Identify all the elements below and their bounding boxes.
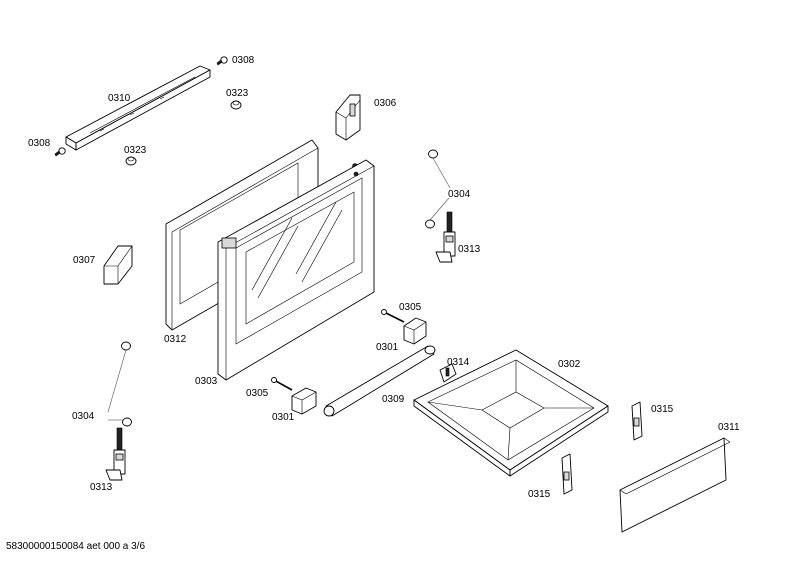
part-0323-cap-top xyxy=(230,100,242,110)
document-code: 58300000150084 aet 000 a 3/6 xyxy=(6,541,146,552)
leader-lines xyxy=(107,157,451,421)
part-0301-block-upper xyxy=(403,317,427,345)
label-0315-right: 0315 xyxy=(651,404,674,415)
label-0305-lower: 0305 xyxy=(246,388,269,399)
label-0310: 0310 xyxy=(108,93,131,104)
label-0308-top: 0308 xyxy=(232,55,255,66)
label-0305-upper: 0305 xyxy=(399,302,422,313)
part-0315-clip-lower xyxy=(561,453,573,495)
label-0323-left: 0323 xyxy=(124,145,147,156)
part-0308-screw-left xyxy=(54,147,66,157)
part-0304-pin-top xyxy=(425,149,438,229)
part-0302-tray xyxy=(413,349,609,477)
label-0315-lower: 0315 xyxy=(528,489,551,500)
part-0323-cap-left xyxy=(125,156,137,166)
label-0311: 0311 xyxy=(718,422,740,433)
label-0303: 0303 xyxy=(195,376,218,387)
label-0312: 0312 xyxy=(164,334,187,345)
part-0315-clip-right xyxy=(631,401,643,441)
part-0314-clip xyxy=(439,363,457,383)
label-0309: 0309 xyxy=(382,394,405,405)
part-0310-top-trim xyxy=(65,65,211,151)
label-0314: 0314 xyxy=(447,357,470,368)
label-0304-top: 0304 xyxy=(448,189,471,200)
part-0313-hinge-right xyxy=(435,211,456,263)
part-0313-hinge-left xyxy=(105,427,126,481)
part-0304-pin-bottom xyxy=(121,341,132,427)
label-0306: 0306 xyxy=(374,98,397,109)
part-0309-rod xyxy=(323,345,436,417)
label-0313-right: 0313 xyxy=(458,244,481,255)
part-0301-block-lower xyxy=(291,387,317,415)
part-0306-bracket xyxy=(335,94,361,169)
part-0311-panel xyxy=(619,437,731,533)
label-0301-upper: 0301 xyxy=(376,342,399,353)
label-0313-left: 0313 xyxy=(90,482,113,493)
label-0301-lower: 0301 xyxy=(272,412,295,423)
label-0323-top: 0323 xyxy=(226,88,249,99)
label-0308-left: 0308 xyxy=(28,138,51,149)
part-0305-screw-lower xyxy=(271,377,293,391)
part-0303-door-frame xyxy=(217,159,375,381)
label-0307: 0307 xyxy=(73,255,96,266)
label-0304-bottom: 0304 xyxy=(72,411,95,422)
label-0302: 0302 xyxy=(558,359,581,370)
part-0307-bracket xyxy=(103,245,133,285)
part-0308-screw-top xyxy=(216,56,228,66)
part-0305-screw-upper xyxy=(381,309,405,323)
